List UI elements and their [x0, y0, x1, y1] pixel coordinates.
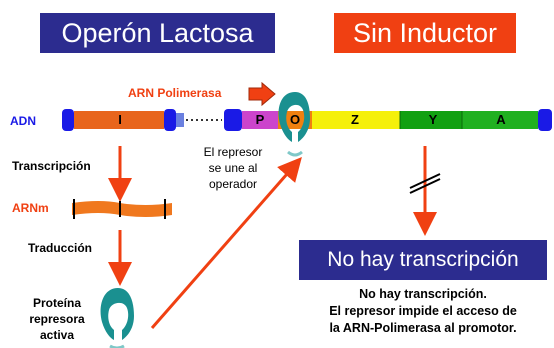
dna-cap-left-2 [164, 109, 176, 131]
repressor-note: El represor se une al operador [188, 144, 278, 192]
result-line2: El represor impide el acceso de [329, 304, 517, 318]
gene-o-label: O [289, 112, 301, 127]
repressor-protein-icon [100, 288, 134, 340]
result-line1: No hay transcripción. [359, 287, 487, 301]
rna-polymerase-icon [248, 81, 276, 107]
repressor-note-line2: se une al [208, 161, 258, 175]
repressor-protein-tail [109, 344, 125, 348]
gene-i-segment [74, 111, 164, 129]
title-operon-lactosa: Operón Lactosa [40, 13, 275, 53]
gene-a-label: A [496, 112, 506, 127]
title-sin-inductor: Sin Inductor [334, 13, 516, 53]
repressor-bound-tail [287, 150, 303, 157]
block-mark [409, 178, 441, 194]
gene-z-segment [312, 111, 400, 129]
result-explanation: No hay transcripción. El represor impide… [292, 286, 554, 337]
no-transcripcion-box: No hay transcripción [299, 240, 547, 280]
arnm-label: ARNm [12, 201, 49, 215]
result-line3: la ARN-Polimerasa al promotor. [329, 321, 517, 335]
gene-p-label: P [255, 112, 265, 127]
transcripcion-label: Transcripción [12, 159, 91, 173]
proteina-represora-label: Proteína represora activa [28, 295, 86, 343]
repressor-note-line3: operador [208, 177, 258, 191]
gene-a-segment [462, 111, 538, 129]
adn-label: ADN [10, 114, 36, 128]
gene-y-segment [400, 111, 462, 129]
proteina-line3: activa [39, 328, 75, 342]
arn-polimerasa-label: ARN Polimerasa [128, 86, 222, 100]
dna-cap-right-2 [538, 109, 552, 131]
repressor-bound-icon [278, 92, 310, 142]
binding-arrow [150, 156, 302, 329]
gene-i-label: I [118, 112, 122, 127]
proteina-line2: represora [29, 312, 85, 326]
block-mark [409, 173, 441, 189]
promoter-segment [242, 111, 278, 129]
dna-cap-right-1 [224, 109, 242, 131]
gene-y-label: Y [428, 112, 438, 127]
repressor-note-line1: El represor [203, 145, 263, 159]
mrna-strand [72, 201, 172, 217]
gene-z-label: Z [351, 112, 359, 127]
proteina-line1: Proteína [32, 296, 81, 310]
dna-link-left [176, 113, 184, 127]
dna-cap-left-1 [62, 109, 74, 131]
traduccion-label: Traducción [28, 241, 93, 255]
